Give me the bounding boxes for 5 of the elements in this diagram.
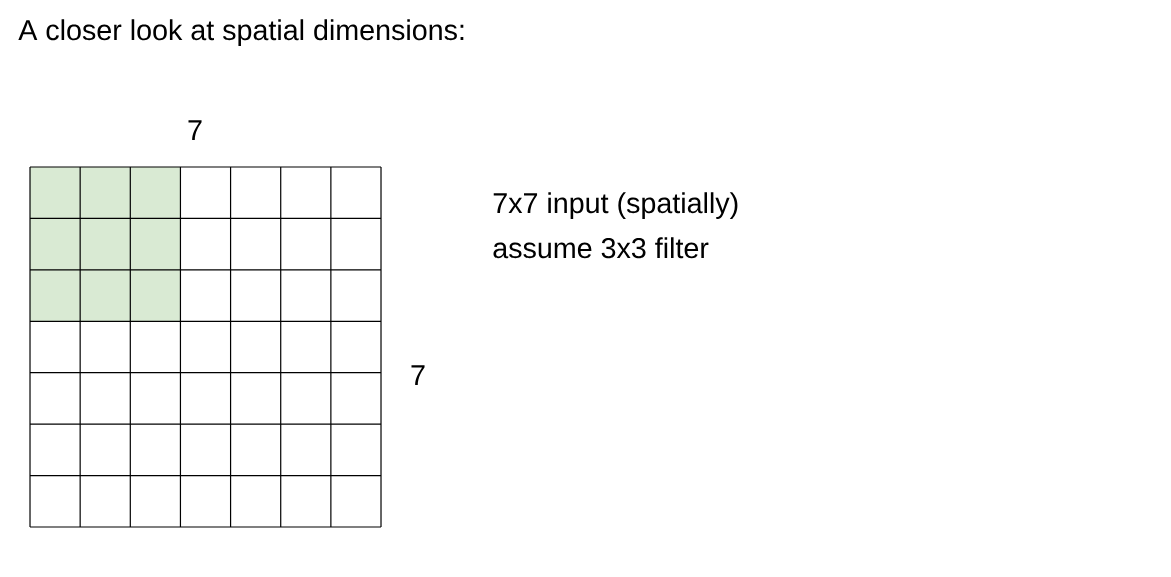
description-text: assume 3x3 filter: [493, 237, 709, 259]
dimension-label: 7: [411, 365, 425, 385]
dimension-label: 7: [188, 120, 202, 140]
description-text: 7x7 input (spatially): [493, 192, 738, 219]
title: A closer look at spatial dimensions:: [18, 19, 464, 46]
